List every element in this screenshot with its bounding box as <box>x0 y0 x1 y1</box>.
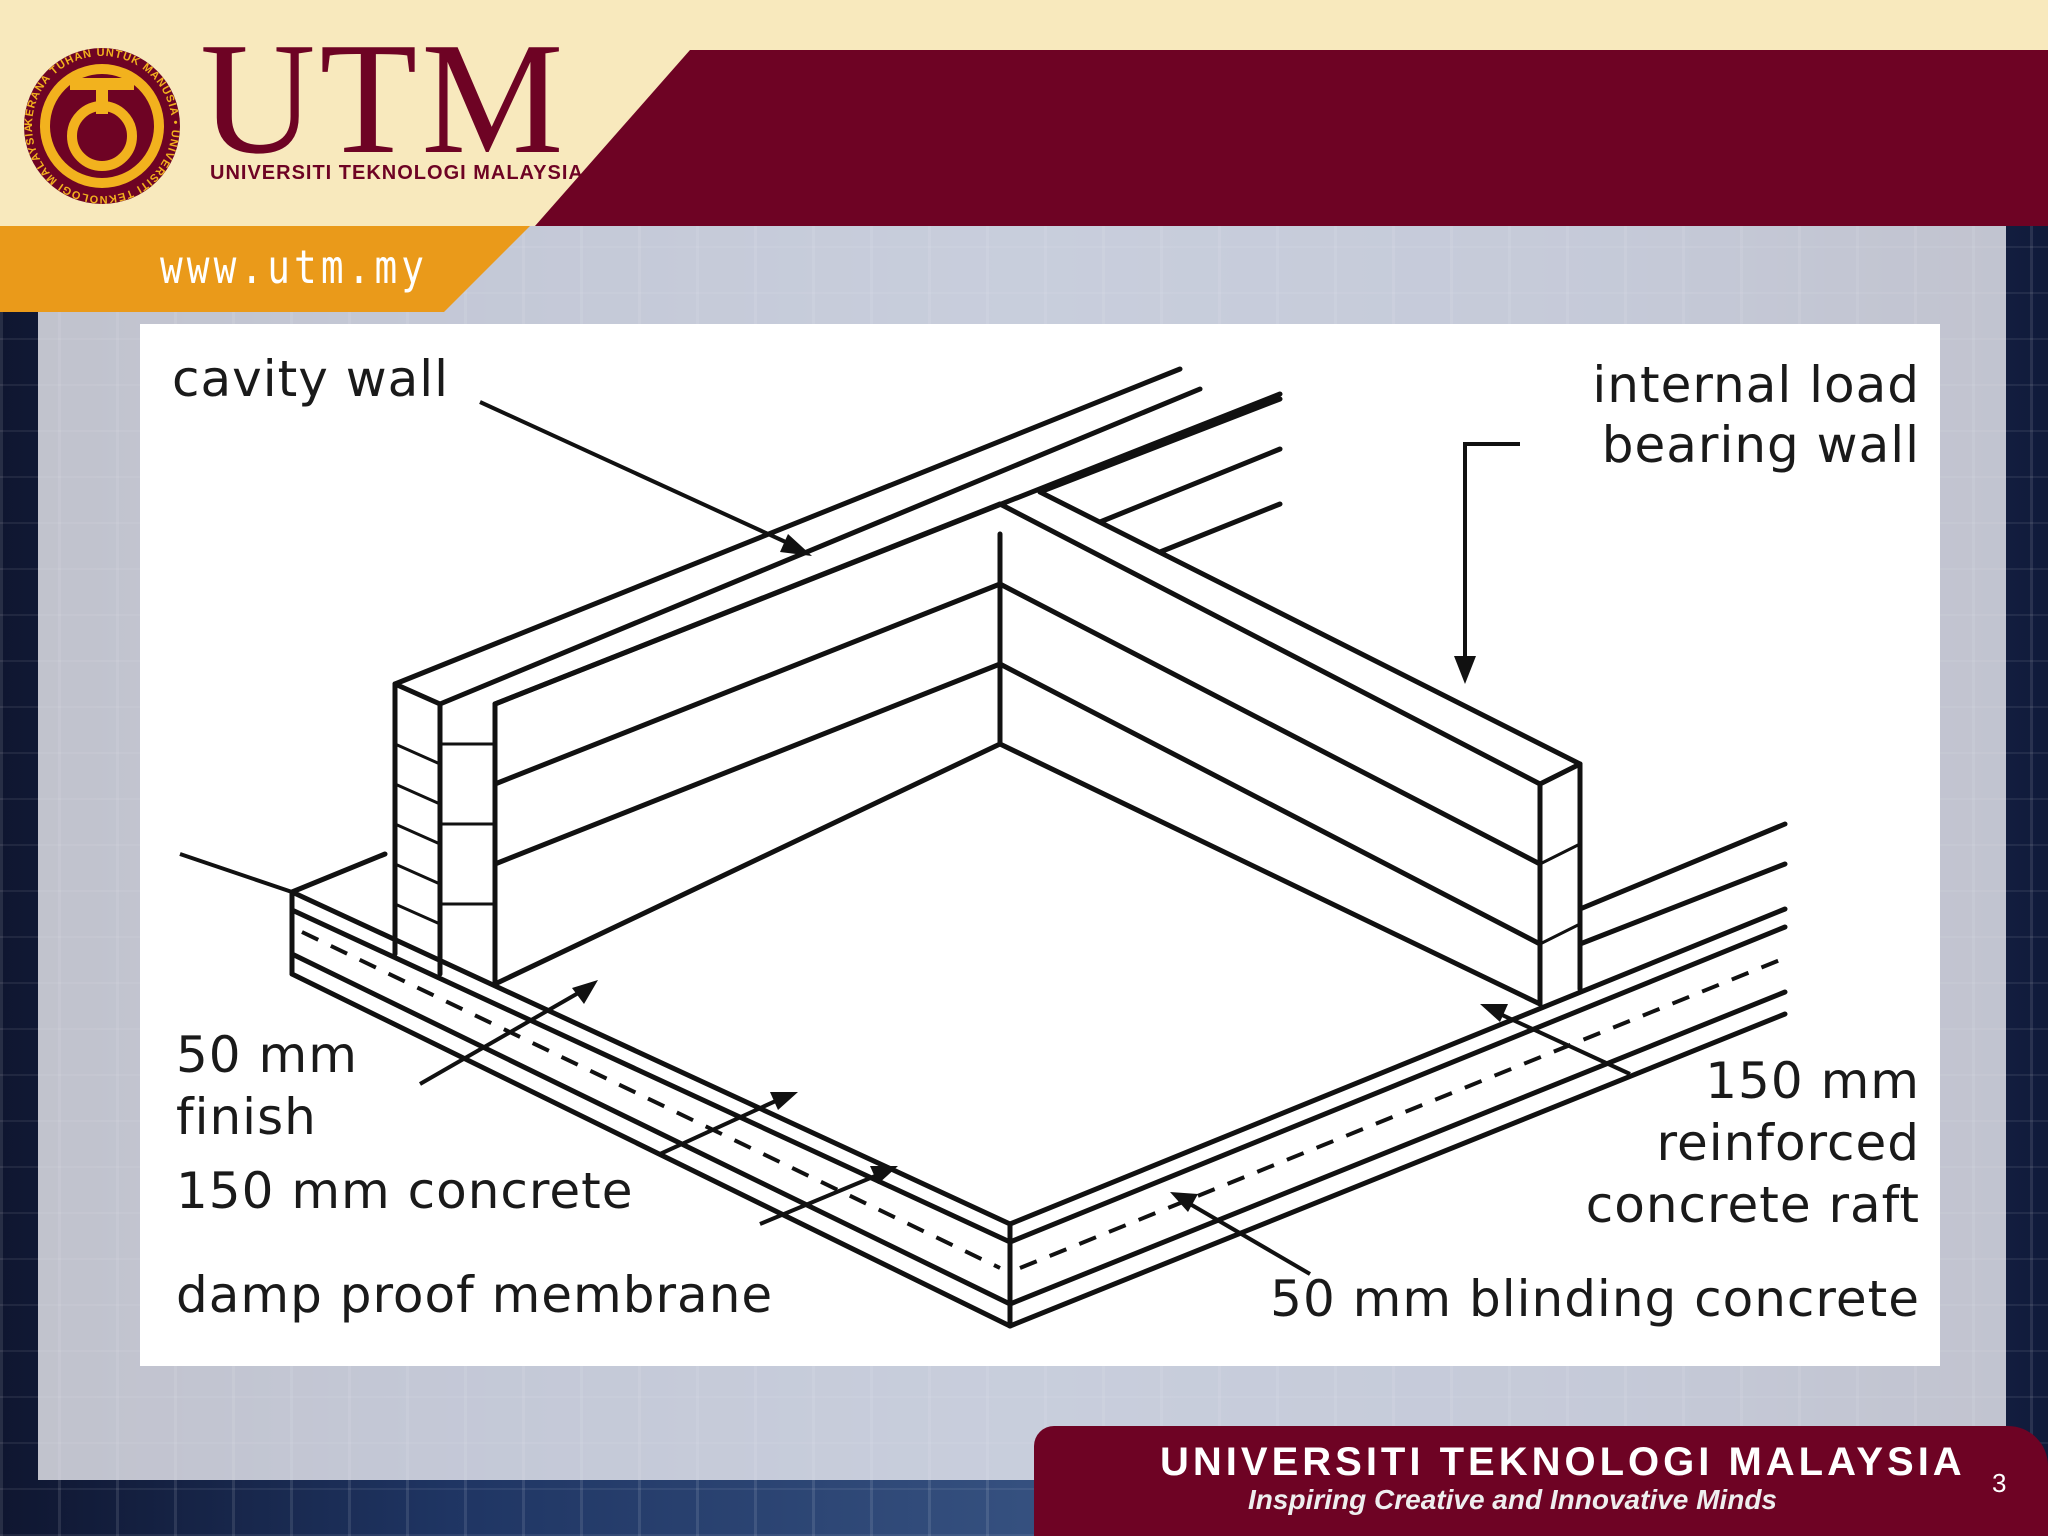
utm-wordmark: UTM <box>200 9 568 187</box>
diagram-drawing <box>179 366 1788 1329</box>
label-internal-wall-line2: bearing wall <box>1601 416 1920 474</box>
utm-subtitle: UNIVERSITI TEKNOLOGI MALAYSIA <box>210 162 584 184</box>
raft-extension-bottom <box>1577 861 1788 947</box>
page-number: 3 <box>1992 1468 2007 1498</box>
raft-top-edge-left <box>289 851 388 895</box>
load-wall-top <box>997 501 1543 787</box>
internal-wall-top <box>492 501 1003 707</box>
leader-concrete <box>659 1097 781 1156</box>
load-wall-top-cap <box>1537 761 1583 787</box>
raft-top-edge-front-right <box>1007 906 1788 1227</box>
raft-finish-line-left <box>289 907 1013 1245</box>
raft-foundation-diagram: cavity wall internal load bearing wall 5… <box>140 324 1940 1366</box>
leader-raft-left-edge <box>179 852 293 894</box>
label-finish-line2: finish <box>176 1088 317 1146</box>
label-internal-wall-line1: internal load <box>1592 356 1920 414</box>
label-blinding: 50 mm blinding concrete <box>1270 1270 1920 1328</box>
raft-bottom-edge-left <box>289 971 1013 1329</box>
leader-raft <box>1499 1012 1631 1076</box>
leader-finish <box>419 990 581 1086</box>
label-concrete: 150 mm concrete <box>176 1162 634 1220</box>
arrow-cavity-wall <box>780 534 812 556</box>
internal-wall-course-1 <box>492 581 1003 787</box>
internal-wall-front-bottom <box>492 741 1003 987</box>
label-raft-line2: reinforced <box>1656 1114 1920 1172</box>
raft-extension-top <box>1577 821 1788 912</box>
footer-title: UNIVERSITI TEKNOLOGI MALAYSIA <box>1160 1440 1966 1484</box>
load-wall-top-back <box>1037 489 1583 767</box>
cavity-wall-top-outer <box>392 366 1183 687</box>
label-raft-line1: 150 mm <box>1705 1052 1920 1110</box>
website-url: www.utm.my <box>160 240 429 294</box>
leader-dpm <box>759 1172 881 1226</box>
back-wall-line-2 <box>1097 446 1283 525</box>
leader-blinding <box>1188 1202 1312 1276</box>
arrow-finish <box>572 980 598 1004</box>
url-strip <box>0 226 530 312</box>
label-finish-line1: 50 mm <box>176 1026 358 1084</box>
header-maroon-band <box>535 50 2048 226</box>
back-wall-line-3 <box>1157 501 1283 555</box>
cavity-wall-top-cap <box>392 681 443 707</box>
back-wall-line-1 <box>1037 396 1283 495</box>
utm-seal-icon: KERANA TUHAN UNTUK MANUSIA • UNIVERSITI … <box>23 47 180 204</box>
load-wall-course-2 <box>997 661 1543 947</box>
raft-finish-line-right <box>1007 924 1788 1245</box>
arrow-dpm <box>870 1166 898 1184</box>
footer-tagline: Inspiring Creative and Innovative Minds <box>1248 1484 1777 1515</box>
internal-wall-course-2 <box>492 661 1003 867</box>
wall-brick-coursing <box>394 742 1581 946</box>
raft-concrete-dashes-left <box>301 930 1001 1270</box>
label-raft-line3: concrete raft <box>1585 1176 1920 1234</box>
leader-cavity-wall <box>479 400 791 546</box>
leader-internal-wall <box>1463 442 1520 664</box>
cavity-wall-top-mid <box>437 386 1203 707</box>
raft-dpm-line-right <box>1007 989 1788 1307</box>
load-wall-course-1 <box>997 581 1543 867</box>
raft-dpm-line-left <box>289 951 1013 1307</box>
footer-band <box>1034 1426 2048 1536</box>
label-cavity-wall: cavity wall <box>172 350 450 408</box>
arrow-raft <box>1480 1004 1508 1022</box>
arrow-concrete <box>770 1092 798 1110</box>
raft-bottom-edge-right <box>1007 1011 1788 1329</box>
label-dpm: damp proof membrane <box>176 1266 774 1324</box>
arrow-internal-wall <box>1454 656 1476 684</box>
arrow-blinding <box>1170 1192 1198 1212</box>
raft-concrete-dashes-right <box>1019 958 1781 1270</box>
load-wall-bottom <box>997 741 1543 1007</box>
